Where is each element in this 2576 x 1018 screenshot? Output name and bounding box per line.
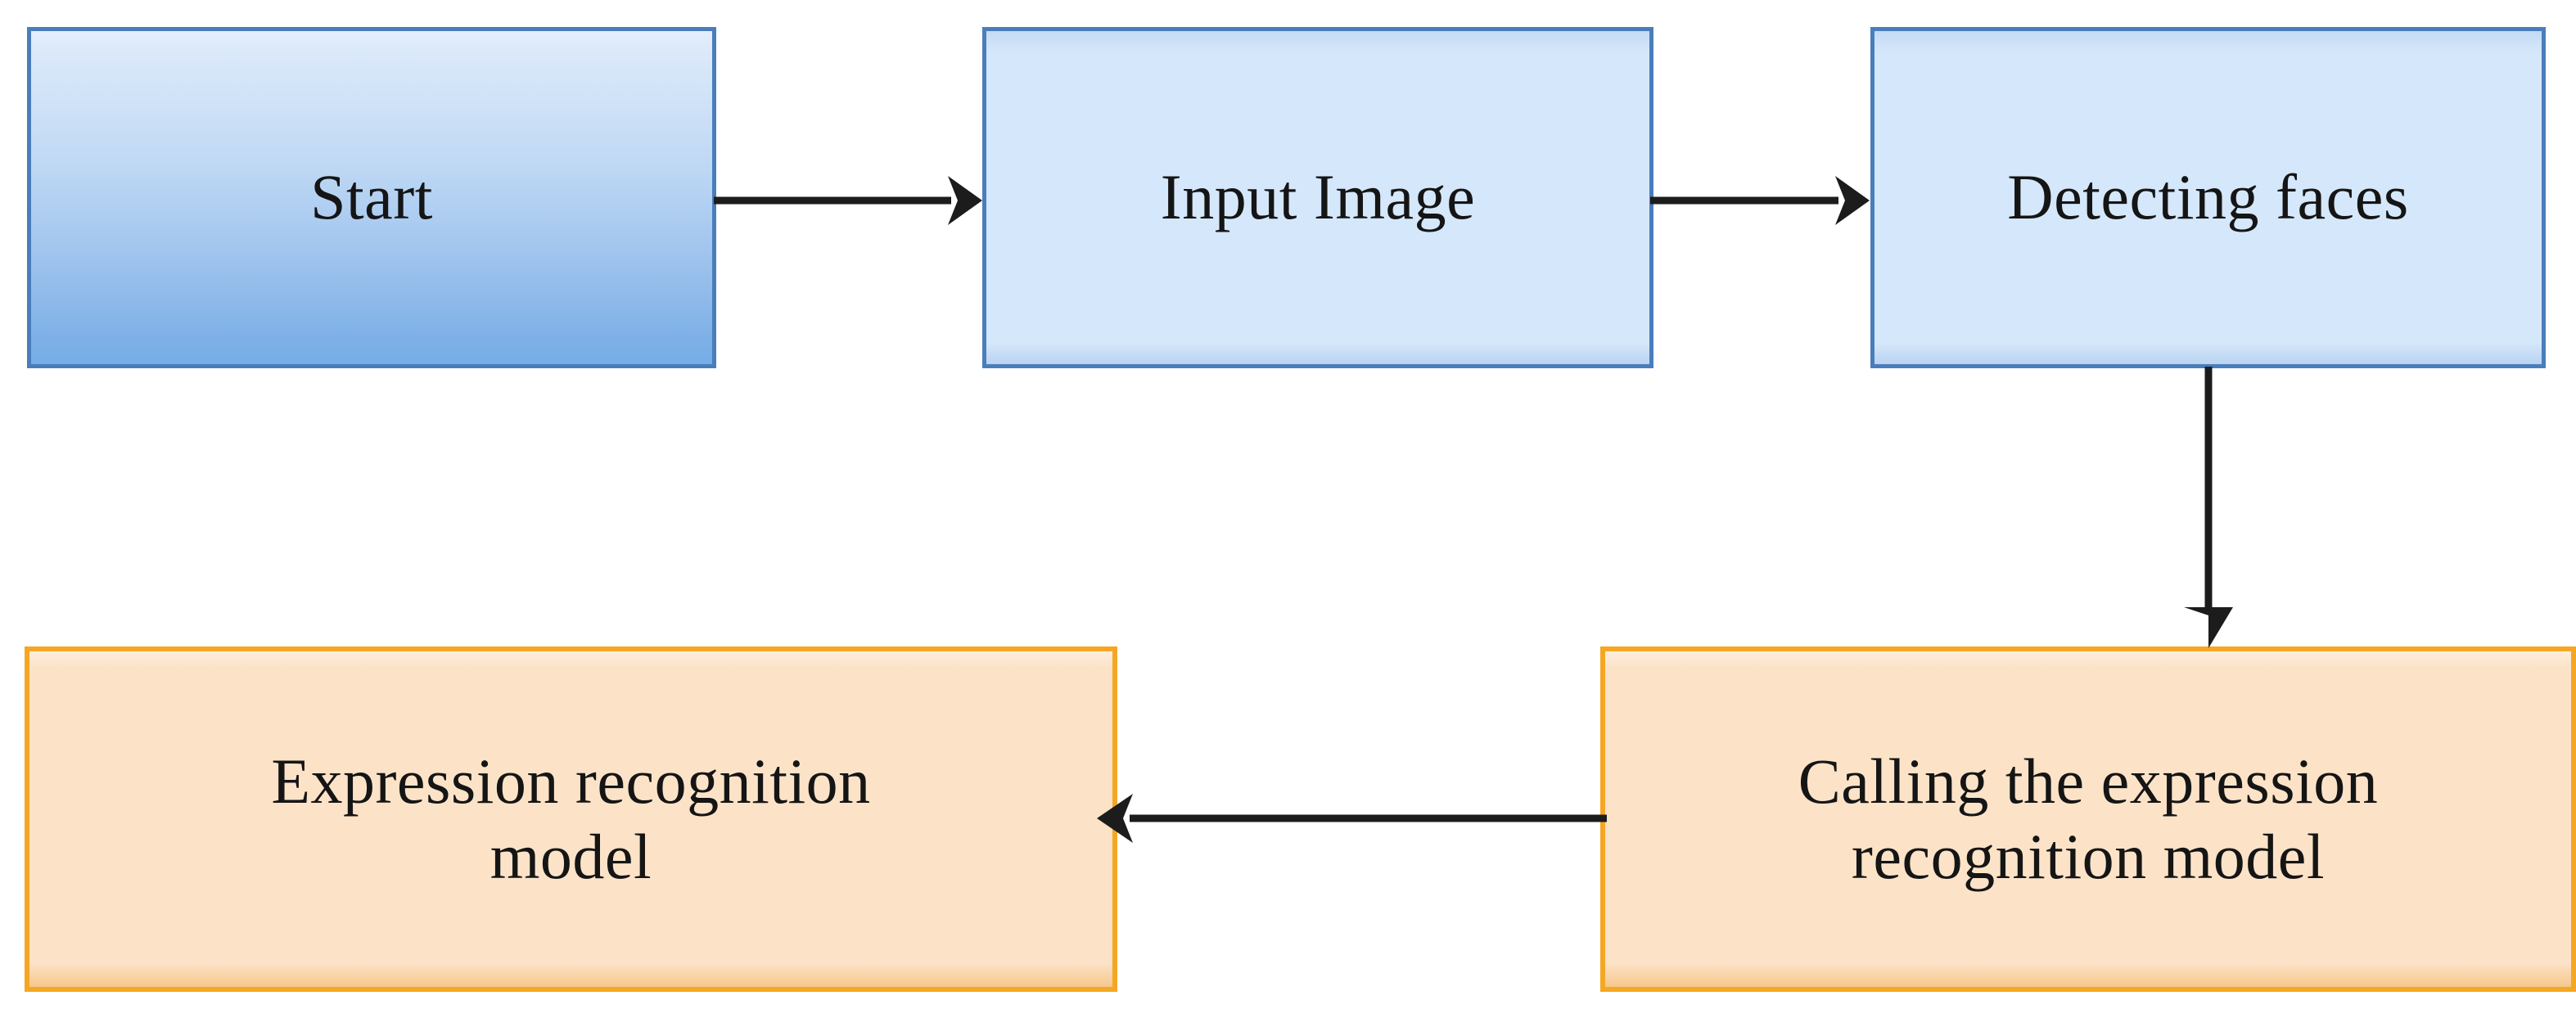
edge-input-image-to-detecting-faces — [1649, 168, 1878, 233]
node-input-image-label: Input Image — [1160, 161, 1476, 233]
edge-start-to-input-image — [712, 168, 990, 233]
node-calling-the-expression-recognition-model-label: Calling the expression recognition model — [1798, 745, 2379, 892]
arrowhead-left-icon — [1097, 794, 1133, 843]
node-expression-recognition-model[interactable]: Expression recognition model — [25, 646, 1117, 992]
node-expression-recognition-model-label: Expression recognition model — [271, 745, 871, 892]
node-input-image[interactable]: Input Image — [982, 27, 1653, 368]
node-detecting-faces[interactable]: Detecting faces — [1870, 27, 2546, 368]
node-detecting-faces-label: Detecting faces — [2007, 161, 2409, 233]
node-start[interactable]: Start — [27, 27, 716, 368]
arrowhead-right-icon — [948, 176, 982, 225]
edge-detecting-faces-to-calling-model — [2173, 365, 2247, 651]
arrowhead-right-icon — [1835, 176, 1870, 225]
node-calling-the-expression-recognition-model[interactable]: Calling the expression recognition model — [1600, 646, 2576, 992]
arrowhead-down-icon — [2184, 607, 2233, 648]
node-start-label: Start — [310, 161, 433, 233]
edge-calling-model-to-expression-model — [1089, 786, 1608, 851]
